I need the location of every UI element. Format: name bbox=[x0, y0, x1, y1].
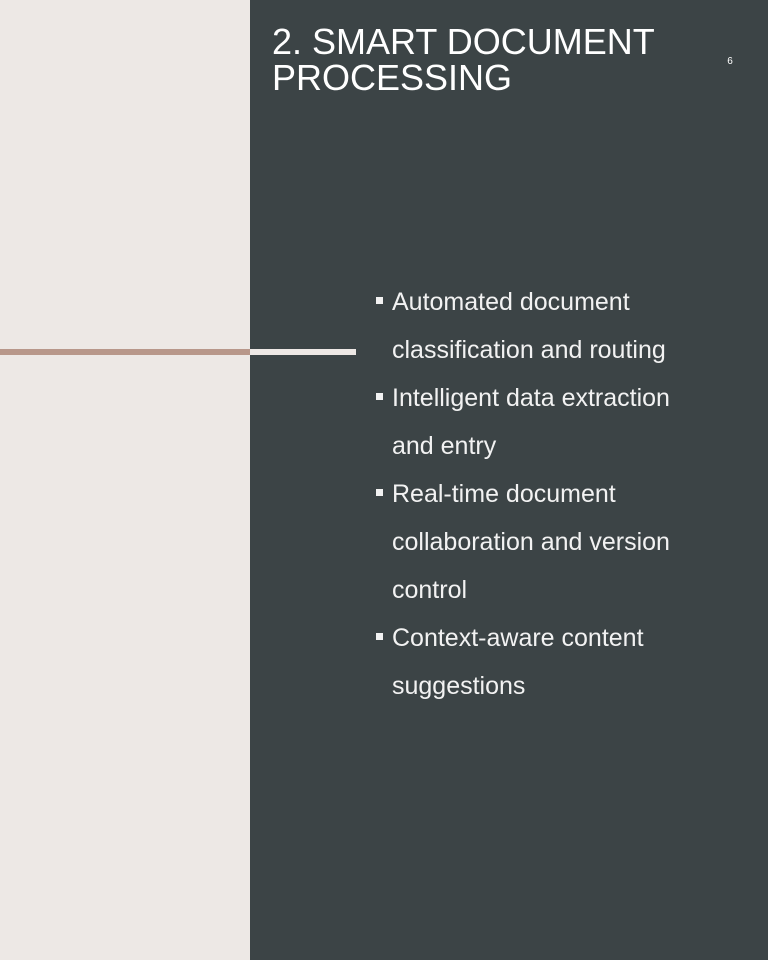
right-content-panel bbox=[250, 0, 768, 960]
square-bullet-icon bbox=[376, 633, 383, 640]
slide-title: 2. Smart Document Processing bbox=[272, 21, 655, 98]
slide-number: 6 bbox=[727, 56, 733, 67]
square-bullet-icon bbox=[376, 393, 383, 400]
square-bullet-icon bbox=[376, 297, 383, 304]
left-background-panel bbox=[0, 0, 250, 960]
square-bullet-icon bbox=[376, 489, 383, 496]
light-divider-line bbox=[250, 349, 356, 355]
bullet-text: Automated document classification and ro… bbox=[392, 288, 666, 364]
bullet-item-content-suggestions: Context-aware content suggestions bbox=[375, 614, 705, 710]
accent-divider-line bbox=[0, 349, 250, 355]
bullet-text: Intelligent data extraction and entry bbox=[392, 384, 670, 460]
bullet-list: Automated document classification and ro… bbox=[375, 278, 705, 710]
bullet-item-automated-classification: Automated document classification and ro… bbox=[375, 278, 705, 374]
bullet-item-data-extraction: Intelligent data extraction and entry bbox=[375, 374, 705, 470]
bullet-text: Context-aware content suggestions bbox=[392, 624, 644, 700]
bullet-text: Real-time document collaboration and ver… bbox=[392, 480, 670, 604]
bullet-item-collaboration: Real-time document collaboration and ver… bbox=[375, 470, 705, 614]
